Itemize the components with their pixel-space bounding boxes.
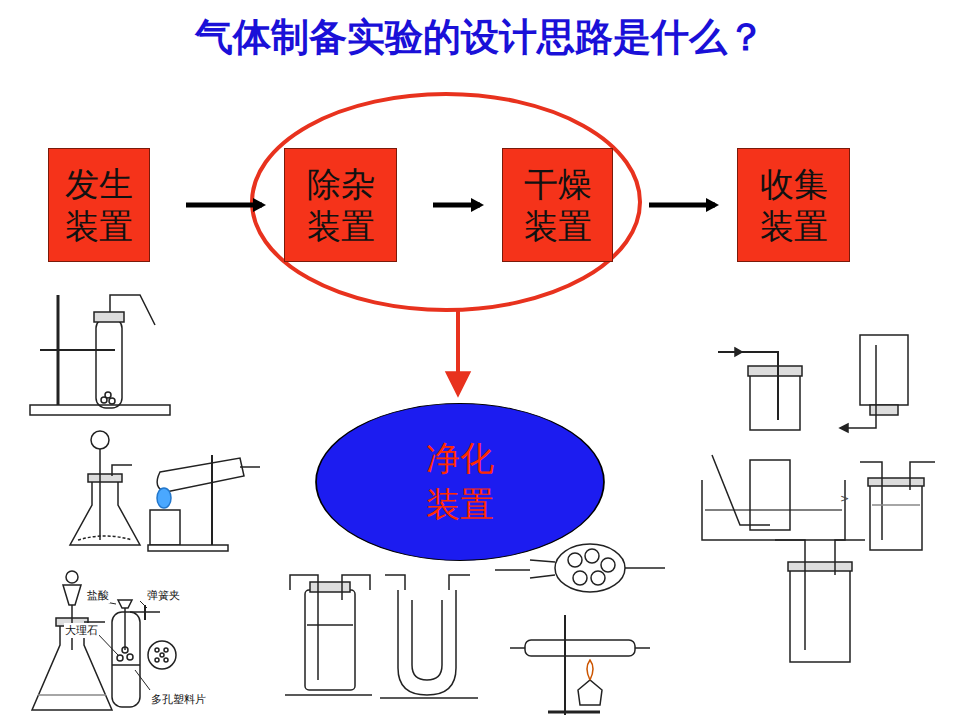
stray-mark: > [840, 492, 849, 505]
node-text: 干燥装置 [523, 163, 593, 248]
part-label: 大理石 [64, 623, 99, 638]
heated-glass-tube [510, 615, 650, 715]
node-text: 发生装置 [64, 163, 134, 248]
gas-washing-bottle [285, 575, 372, 695]
ellipse-shape [314, 402, 606, 562]
process-box: 收集装置 [737, 148, 850, 262]
process-box: 干燥装置 [502, 148, 613, 262]
flask-thistle-funnel [70, 431, 140, 545]
flow-arrow [186, 198, 266, 212]
node-text: 除杂装置 [306, 163, 376, 248]
test-tube-stand [30, 295, 170, 415]
porous-plate-tube [96, 600, 176, 707]
ellipse-node: 净化装置 [314, 402, 606, 562]
heated-tube [148, 455, 260, 551]
flow-arrow [649, 198, 719, 212]
part-label: 多孔塑料片 [150, 692, 207, 707]
node-text: 净化装置 [425, 436, 495, 528]
process-box: 除杂装置 [284, 148, 397, 262]
process-box: 发生装置 [48, 148, 150, 262]
u-tube [380, 575, 478, 698]
flask-separatory-funnel [32, 571, 112, 710]
flow-arrow [433, 198, 484, 212]
group-ellipse [252, 94, 640, 310]
part-label: 盐酸 [86, 588, 110, 603]
part-label: 弹簧夹 [146, 588, 181, 603]
node-text: 收集装置 [759, 163, 829, 248]
collection-bottles [702, 335, 935, 662]
red-arrow [456, 310, 460, 378]
red-arrowhead [446, 372, 470, 396]
title: 气体制备实验的设计思路是什么？ [0, 12, 960, 63]
